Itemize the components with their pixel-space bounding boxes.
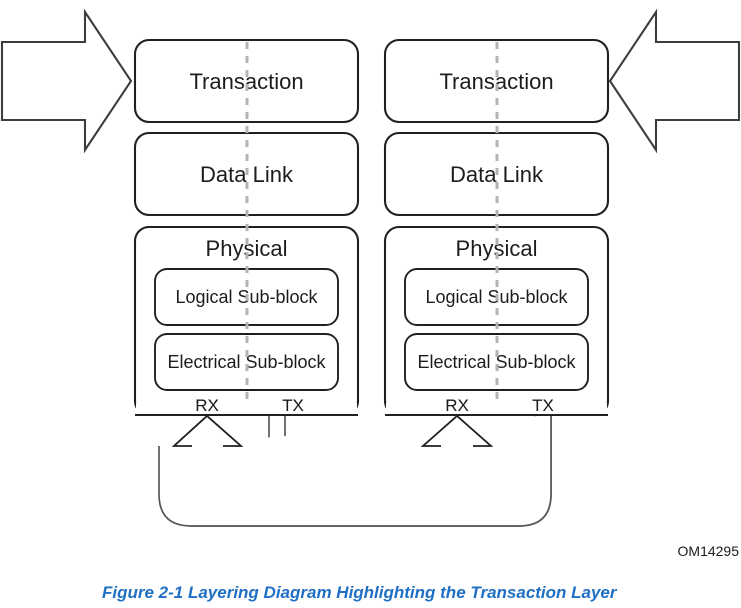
inbound-left-arrow-icon <box>0 8 133 154</box>
right-electrical-sub-block-box[interactable] <box>404 333 589 391</box>
right-port-tx-label-top: TX <box>532 396 554 415</box>
right-port-rx-label-top: RX <box>445 396 469 415</box>
layer-left-transaction[interactable]: Transaction <box>133 38 360 124</box>
om-number: OM14295 <box>678 543 740 559</box>
layer-right-transaction[interactable]: Transaction <box>383 38 610 124</box>
left-port-tx-label-top: TX <box>282 396 304 415</box>
left-electrical-sub-block-box[interactable] <box>154 333 339 391</box>
right-electrical-sub-block-label: Electrical Sub-block <box>417 352 576 372</box>
figure-caption: Figure 2-1 Layering Diagram Highlighting… <box>102 583 618 602</box>
left-electrical-sub-block-label: Electrical Sub-block <box>167 352 326 372</box>
inbound-right-arrow-icon <box>608 8 741 154</box>
left-rx-arrowhead-icon <box>171 414 244 447</box>
layer-left-transaction-box[interactable] <box>133 38 360 124</box>
stack-right: Transaction Data Link Physical Logical S… <box>383 38 610 417</box>
layer-right-transaction-box[interactable] <box>383 38 610 124</box>
stack-left: Transaction Data Link Physical Logical S… <box>133 38 360 417</box>
left-port-rx-label-top: RX <box>195 396 219 415</box>
left-physical-bottom-mask <box>136 403 357 416</box>
right-physical-bottom-mask <box>386 403 607 416</box>
